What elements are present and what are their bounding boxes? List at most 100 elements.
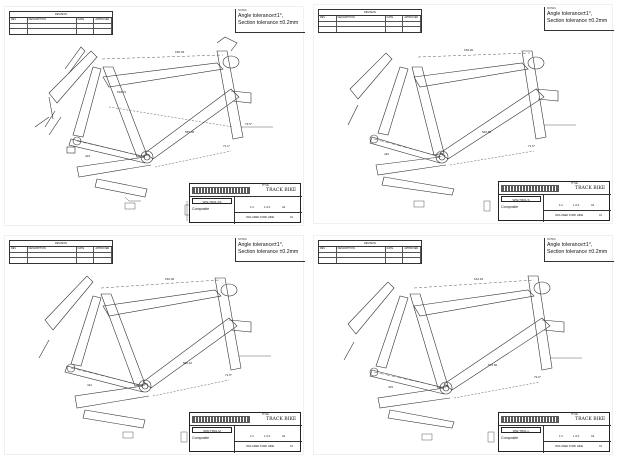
revision-table-columns: REV DESCRIPTION DATE APPROVED [319, 247, 422, 253]
revision-table: REVISION REV DESCRIPTION DATE APPROVED [9, 240, 113, 264]
svg-text:162.10: 162.10 [474, 277, 484, 281]
revision-table-columns: REV DESCRIPTION DATE APPROVED [10, 18, 113, 24]
drawing-sheet-3: REVISION REV DESCRIPTION DATE APPROVED N… [4, 235, 305, 455]
revision-table-row [319, 21, 422, 27]
col-description: DESCRIPTION [28, 18, 77, 23]
tolerance-notes: NOTES Angle tolerance±1°, Section tolera… [544, 238, 614, 262]
col-rev: REV [319, 247, 337, 252]
drawing-title: TRACK BIKE [575, 417, 606, 422]
svg-text:410: 410 [384, 152, 389, 156]
col-description: DESCRIPTION [337, 16, 386, 21]
title-label: TITLE [262, 413, 269, 416]
revision-table-row [10, 252, 113, 258]
frame-drawing: 150.20 540.80 410 71.6° [347, 48, 576, 212]
company-logo [192, 416, 250, 423]
angle-tolerance: Angle tolerance±1°, [547, 242, 593, 248]
title-block: TITLE TRACK BIKE WW-TR01-S Composite 1:4… [498, 181, 611, 222]
section-tolerance: Section tolerance ±0.2mm [547, 18, 608, 24]
notes-label: NOTES [547, 7, 556, 10]
frame-drawing: 158.45 555.40 415 71.1° 518.72 73.5° [34, 36, 273, 221]
svg-text:518.72: 518.72 [117, 90, 127, 94]
drawing-title: TRACK BIKE [575, 186, 606, 191]
sheet-number: 1 of 1 [573, 435, 580, 438]
sheet-number: 1 of 1 [264, 435, 271, 438]
block-note: INCLUDED FORK HIDE [555, 214, 584, 217]
revision: 01 [599, 445, 602, 448]
notes-label: NOTES [238, 9, 247, 12]
tolerance-notes: NOTES Angle tolerance±1°, Section tolera… [235, 238, 305, 262]
dimension-labels: 150.20 540.80 410 71.6° [384, 48, 536, 156]
col-approved: APPROVED [403, 247, 422, 252]
section-tolerance: Section tolerance ±0.2mm [238, 249, 299, 255]
title-block: TITLE TRACK BIKE WW-TR01-XS Composite 1:… [189, 183, 302, 224]
sheet-number: 1 of 1 [573, 204, 580, 207]
dimension-labels: 162.10 574.60 415 72.0° [388, 277, 542, 389]
svg-text:412: 412 [87, 383, 92, 387]
revision-table-row [319, 27, 422, 32]
sheet-number: 1 of 1 [264, 206, 271, 209]
drawing-number: WW-TR01-L [501, 427, 541, 433]
drawing-number: WW-TR01-XS [192, 198, 232, 204]
revision: 01 [599, 214, 602, 217]
svg-text:415: 415 [388, 385, 393, 389]
block-note: INCLUDED FORK HIDE [246, 445, 275, 448]
revision-table-row [319, 252, 422, 258]
col-rev: REV [319, 16, 337, 21]
notes-label: NOTES [238, 238, 247, 241]
revision-table-header: REVISION [10, 12, 112, 18]
col-date: DATE [77, 247, 95, 252]
paper-size: A4 [591, 204, 595, 207]
drawing-sheet-4: REVISION REV DESCRIPTION DATE APPROVED N… [313, 235, 614, 455]
revision-table-row [10, 258, 113, 263]
col-description: DESCRIPTION [28, 247, 77, 252]
title-label: TITLE [262, 184, 269, 187]
svg-text:71.6°: 71.6° [528, 144, 536, 148]
title-label: TITLE [571, 182, 578, 185]
revision-table-columns: REV DESCRIPTION DATE APPROVED [10, 247, 113, 253]
drawing-sheet-2: REVISION REV DESCRIPTION DATE APPROVED N… [313, 4, 614, 224]
block-note: INCLUDED FORK HIDE [555, 445, 584, 448]
col-rev: REV [10, 18, 28, 23]
material: Composite [501, 205, 519, 209]
company-logo [192, 187, 250, 194]
drawing-number: WW-TR01-M [192, 427, 232, 433]
svg-text:73.5°: 73.5° [245, 122, 253, 126]
revision-table-row [319, 258, 422, 263]
company-logo [501, 185, 559, 192]
col-date: DATE [386, 247, 404, 252]
material: Composite [192, 207, 210, 211]
angle-tolerance: Angle tolerance±1°, [238, 242, 284, 248]
svg-text:560.10: 560.10 [183, 361, 193, 365]
section-tolerance: Section tolerance ±0.2mm [547, 249, 608, 255]
col-approved: APPROVED [94, 18, 113, 23]
col-approved: APPROVED [94, 247, 113, 252]
scale: 1:4 [250, 435, 254, 438]
drawing-sheet-1: REVISION REV DESCRIPTION DATE APPROVED N… [4, 6, 305, 226]
block-note: INCLUDED FORK HIDE [246, 216, 275, 219]
material: Composite [501, 436, 519, 440]
paper-size: A4 [282, 206, 286, 209]
scale: 1:4 [250, 206, 254, 209]
revision-table-header: REVISION [10, 241, 112, 247]
revision-table-row [10, 29, 113, 34]
revision-table: REVISION REV DESCRIPTION DATE APPROVED [318, 240, 422, 264]
svg-text:150.20: 150.20 [464, 48, 474, 52]
col-rev: REV [10, 247, 28, 252]
revision-table: REVISION REV DESCRIPTION DATE APPROVED [318, 9, 422, 33]
title-block: TITLE TRACK BIKE WW-TR01-M Composite 1:4… [189, 412, 302, 453]
angle-tolerance: Angle tolerance±1°, [238, 13, 284, 19]
tolerance-notes: NOTES Angle tolerance±1°, Section tolera… [544, 7, 614, 31]
paper-size: A4 [282, 435, 286, 438]
svg-text:555.40: 555.40 [185, 130, 195, 134]
tolerance-notes: NOTES Angle tolerance±1°, Section tolera… [235, 9, 305, 33]
frame-drawing: 162.10 574.60 415 72.0° [343, 275, 582, 443]
col-date: DATE [386, 16, 404, 21]
paper-size: A4 [591, 435, 595, 438]
revision-table-row [10, 23, 113, 29]
notes-label: NOTES [547, 238, 556, 241]
revision: 01 [290, 216, 293, 219]
svg-text:71.1°: 71.1° [223, 144, 231, 148]
col-date: DATE [77, 18, 95, 23]
col-description: DESCRIPTION [337, 247, 386, 252]
svg-text:72.0°: 72.0° [534, 375, 542, 379]
